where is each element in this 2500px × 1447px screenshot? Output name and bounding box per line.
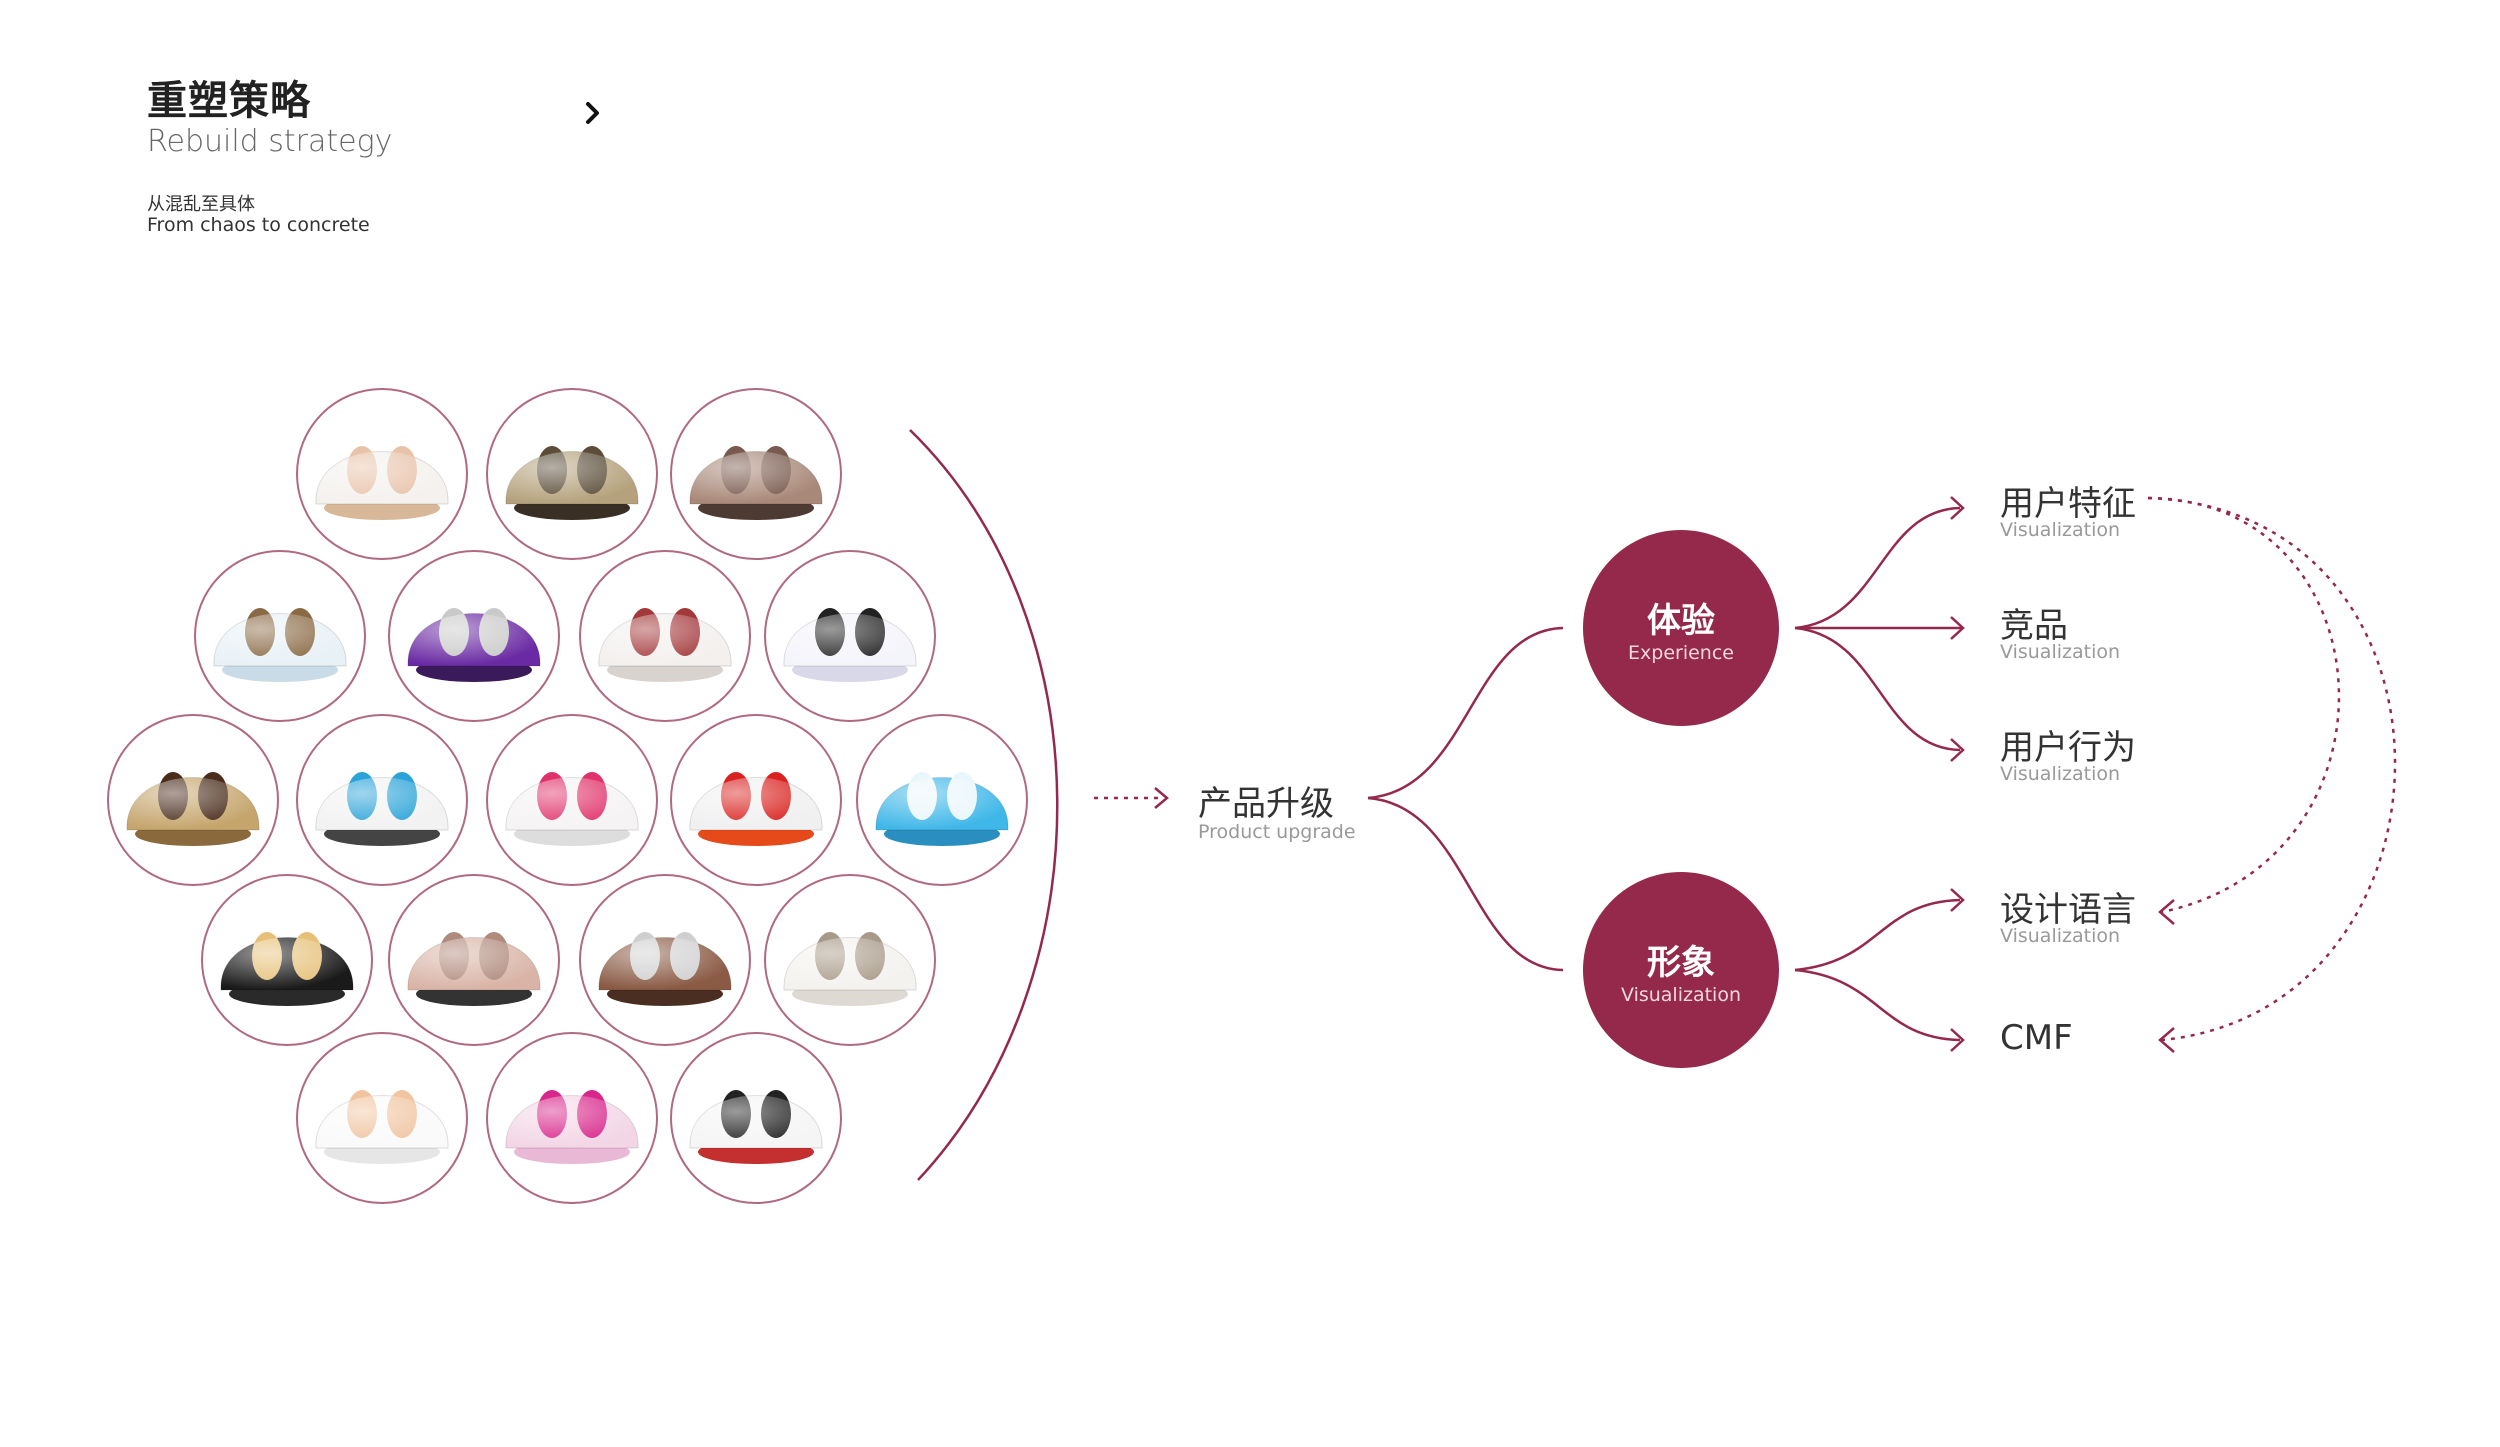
leaf-design-language: 设计语言 Visualization xyxy=(2000,882,2136,947)
hub-label: 体验 xyxy=(1647,600,1715,641)
product-thumbnail xyxy=(194,550,366,722)
massager-gloss xyxy=(126,777,260,830)
massager-gloss xyxy=(220,937,354,990)
leaf-label: 设计语言 xyxy=(2000,890,2136,930)
leaf-user-features: 用户特征 Visualization xyxy=(2000,476,2136,541)
leaf-label-english: Visualization xyxy=(2000,519,2121,541)
grouping-arc xyxy=(909,429,1059,1181)
leaf-competitors: 竞品 Visualization xyxy=(2000,598,2120,663)
leaf-label: CMF xyxy=(2000,1018,2073,1058)
branch-cmf xyxy=(1794,968,1961,1042)
massager-gloss xyxy=(689,777,823,830)
leaf-label: 竞品 xyxy=(2000,606,2068,646)
leaf-label-english: Visualization xyxy=(2000,925,2121,947)
product-thumbnail xyxy=(296,388,468,560)
product-thumbnail xyxy=(486,714,658,886)
branch-to-visualization xyxy=(1367,796,1564,972)
page-subtitle-english: From chaos to concrete xyxy=(147,214,370,236)
page-title: 重塑策略 xyxy=(147,78,311,124)
hub-label: 形象 xyxy=(1647,942,1715,983)
massager-gloss xyxy=(689,1095,823,1148)
hub-label-english: Experience xyxy=(1628,641,1734,664)
product-thumbnail xyxy=(486,388,658,560)
branch-design-language xyxy=(1794,898,1961,972)
hub-visualization: 形象 Visualization xyxy=(1583,872,1779,1068)
leaf-label-english: Visualization xyxy=(2000,641,2121,663)
massager-gloss xyxy=(505,1095,639,1148)
massager-gloss xyxy=(783,613,917,666)
massager-gloss xyxy=(505,451,639,504)
page-title-english: Rebuild strategy xyxy=(147,124,393,159)
chevron-right-icon xyxy=(586,102,599,124)
massager-gloss xyxy=(315,1095,449,1148)
arrowheads xyxy=(1950,496,1965,1052)
leaf-cmf: CMF xyxy=(2000,1018,2073,1058)
product-gallery xyxy=(107,388,1028,1204)
massager-gloss xyxy=(875,777,1009,830)
hub-label-english: Visualization xyxy=(1620,983,1741,1006)
product-thumbnail xyxy=(856,714,1028,886)
product-thumbnail xyxy=(764,874,936,1046)
product-thumbnail xyxy=(296,1032,468,1204)
leaf-user-behavior: 用户行为 Visualization xyxy=(2000,720,2136,785)
hub-experience: 体验 Experience xyxy=(1583,530,1779,726)
leaf-label: 用户特征 xyxy=(2000,484,2136,524)
next-button[interactable] xyxy=(578,98,608,128)
massager-gloss xyxy=(315,777,449,830)
page-subtitle: 从混乱至具体 xyxy=(147,194,255,215)
center-label: 产品升级 xyxy=(1198,784,1334,824)
product-thumbnail xyxy=(107,714,279,886)
massager-gloss xyxy=(598,613,732,666)
leaf-label: 用户行为 xyxy=(2000,728,2136,768)
product-thumbnail xyxy=(201,874,373,1046)
product-thumbnail xyxy=(579,874,751,1046)
product-thumbnail xyxy=(388,550,560,722)
product-thumbnail xyxy=(486,1032,658,1204)
product-thumbnail xyxy=(579,550,751,722)
dotted-arrow-icon xyxy=(1094,787,1169,809)
feedback-loops xyxy=(2147,496,2397,1042)
massager-gloss xyxy=(783,937,917,990)
branch-user-features xyxy=(1794,506,1961,630)
massager-gloss xyxy=(689,451,823,504)
leaf-label-english: Visualization xyxy=(2000,763,2121,785)
branch-user-behavior xyxy=(1794,626,1961,752)
product-thumbnail xyxy=(670,1032,842,1204)
branch-to-experience xyxy=(1367,626,1564,800)
product-thumbnail xyxy=(670,714,842,886)
massager-gloss xyxy=(407,937,541,990)
massager-gloss xyxy=(213,613,347,666)
product-thumbnail xyxy=(670,388,842,560)
massager-gloss xyxy=(407,613,541,666)
product-thumbnail xyxy=(296,714,468,886)
center-label-english: Product upgrade xyxy=(1198,821,1356,843)
massager-gloss xyxy=(505,777,639,830)
center-node: 产品升级 Product upgrade xyxy=(1198,776,1356,843)
feedback-arrowheads xyxy=(2158,899,2175,1053)
product-thumbnail xyxy=(764,550,936,722)
massager-gloss xyxy=(598,937,732,990)
product-thumbnail xyxy=(388,874,560,1046)
massager-gloss xyxy=(315,451,449,504)
